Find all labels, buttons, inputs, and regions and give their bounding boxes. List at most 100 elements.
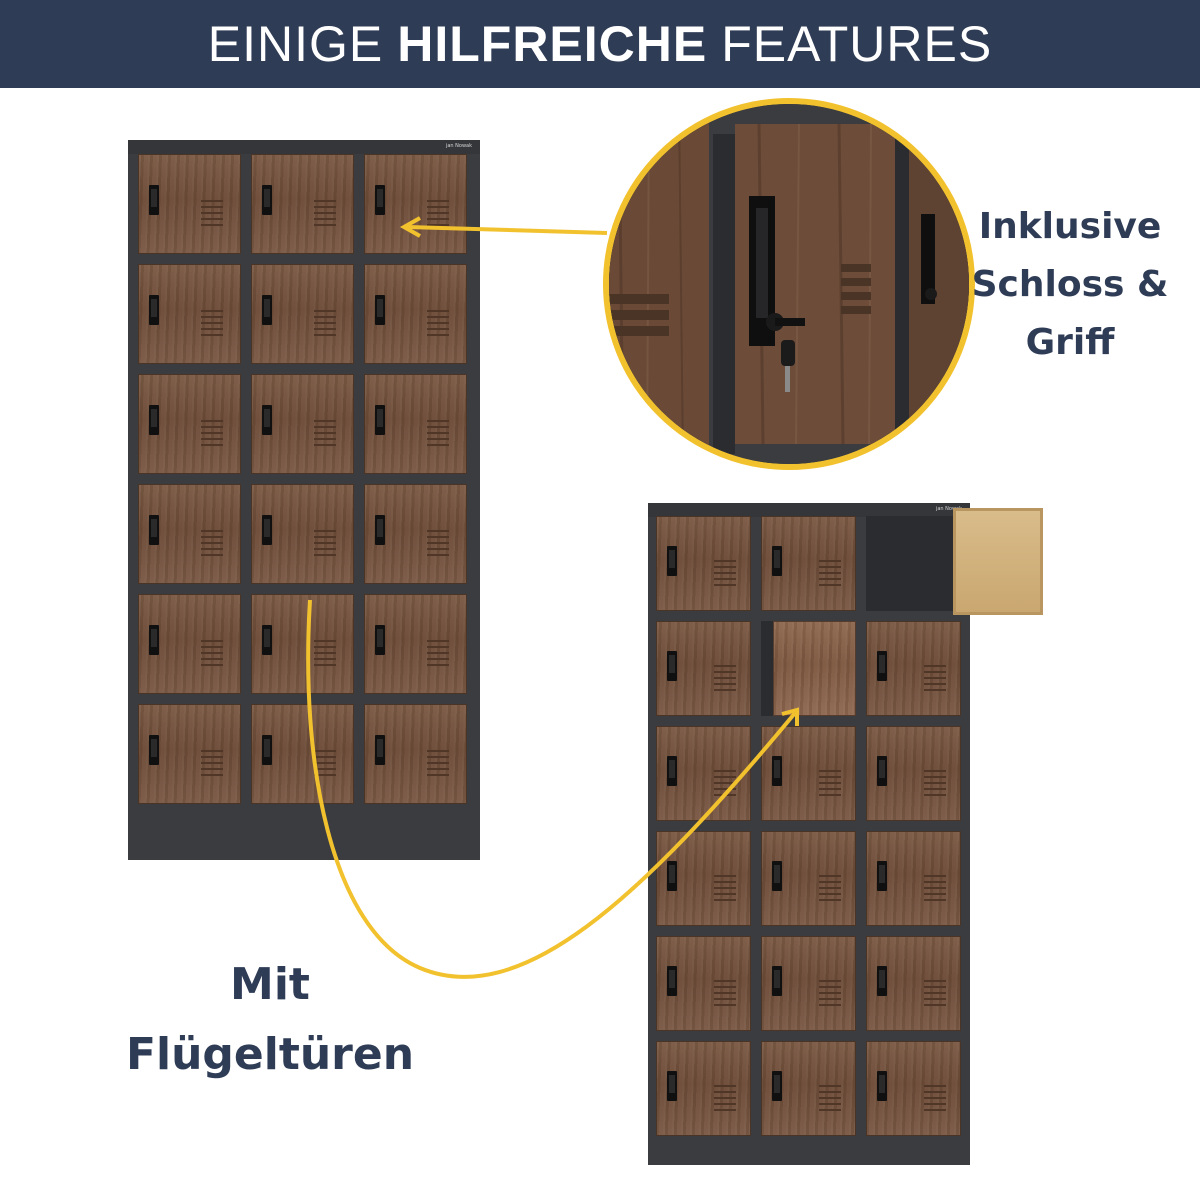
locker-door[interactable] xyxy=(761,516,856,611)
locker-door[interactable] xyxy=(656,936,751,1031)
locker-door[interactable] xyxy=(251,484,354,584)
handle-icon[interactable] xyxy=(877,861,887,891)
locker-door[interactable] xyxy=(364,704,467,804)
handle-icon[interactable] xyxy=(149,405,159,435)
locker-door[interactable] xyxy=(656,516,751,611)
locker-door[interactable] xyxy=(138,374,241,474)
handle-icon[interactable] xyxy=(667,966,677,996)
locker-door[interactable] xyxy=(761,936,856,1031)
locker-cabinet-closed: jan Nowak xyxy=(128,140,480,860)
vent-slots xyxy=(819,875,841,905)
handle-icon[interactable] xyxy=(262,625,272,655)
title-part1: EINIGE xyxy=(207,16,384,72)
feature-line: Mit xyxy=(230,959,310,1010)
vent-slots xyxy=(924,1085,946,1115)
locker-door[interactable] xyxy=(138,154,241,254)
locker-door[interactable] xyxy=(866,831,961,926)
handle-icon[interactable] xyxy=(667,651,677,681)
locker-door[interactable] xyxy=(761,1041,856,1136)
vent-slots xyxy=(314,200,336,230)
vent-slots xyxy=(819,560,841,590)
vent-slots xyxy=(201,640,223,670)
locker-door[interactable] xyxy=(251,264,354,364)
zoom-detail-circle xyxy=(603,98,975,470)
handle-icon[interactable] xyxy=(149,185,159,215)
locker-door[interactable] xyxy=(364,154,467,254)
handle-icon[interactable] xyxy=(877,756,887,786)
locker-door[interactable] xyxy=(656,621,751,716)
cabinet-top xyxy=(128,140,480,154)
handle-icon[interactable] xyxy=(375,625,385,655)
vent-slots xyxy=(201,530,223,560)
locker-door[interactable] xyxy=(364,594,467,694)
vent-slots xyxy=(427,310,449,340)
title-bold: HILFREICHE xyxy=(397,16,708,72)
handle-icon[interactable] xyxy=(149,625,159,655)
handle-icon[interactable] xyxy=(262,405,272,435)
locker-door[interactable] xyxy=(866,726,961,821)
vent-slots xyxy=(427,420,449,450)
locker-door[interactable] xyxy=(138,264,241,364)
handle-icon[interactable] xyxy=(667,1071,677,1101)
handle-icon[interactable] xyxy=(375,735,385,765)
vent-slots xyxy=(201,310,223,340)
handle-icon[interactable] xyxy=(262,295,272,325)
handle-icon[interactable] xyxy=(149,735,159,765)
vent-slots xyxy=(714,770,736,800)
vent-slots xyxy=(714,1085,736,1115)
feature-label-wing-doors: Mit Flügeltüren xyxy=(100,950,440,1090)
handle-icon[interactable] xyxy=(667,756,677,786)
locker-door[interactable] xyxy=(251,704,354,804)
locker-door[interactable] xyxy=(656,831,751,926)
feature-line: Flügeltüren xyxy=(125,1029,415,1080)
locker-door[interactable] xyxy=(656,726,751,821)
locker-door[interactable] xyxy=(138,484,241,584)
handle-icon[interactable] xyxy=(772,861,782,891)
locker-door[interactable] xyxy=(138,704,241,804)
locker-door[interactable] xyxy=(866,1041,961,1136)
locker-door[interactable] xyxy=(251,594,354,694)
feature-label-lock-handle: Inklusive Schloss & Griff xyxy=(960,198,1180,372)
handle-icon[interactable] xyxy=(667,546,677,576)
locker-cabinet-open: jan Nowak xyxy=(648,503,1043,1165)
locker-door[interactable] xyxy=(138,594,241,694)
open-wing-door[interactable] xyxy=(953,508,1043,615)
vent-slots xyxy=(714,980,736,1010)
brand-label: jan Nowak xyxy=(445,143,472,149)
handle-icon[interactable] xyxy=(375,515,385,545)
handle-icon[interactable] xyxy=(772,756,782,786)
handle-icon[interactable] xyxy=(772,546,782,576)
handle-icon[interactable] xyxy=(375,405,385,435)
locker-door[interactable] xyxy=(364,484,467,584)
locker-door[interactable] xyxy=(251,374,354,474)
handle-icon[interactable] xyxy=(262,515,272,545)
vent-slots xyxy=(714,875,736,905)
handle-icon[interactable] xyxy=(877,966,887,996)
vent-slots xyxy=(427,640,449,670)
locker-door[interactable] xyxy=(761,831,856,926)
ajar-locker-door[interactable] xyxy=(773,621,856,716)
handle-icon[interactable] xyxy=(149,295,159,325)
locker-door[interactable] xyxy=(866,621,961,716)
locker-door[interactable] xyxy=(251,154,354,254)
handle-icon[interactable] xyxy=(149,515,159,545)
handle-icon[interactable] xyxy=(375,295,385,325)
vent-slots xyxy=(201,420,223,450)
handle-icon[interactable] xyxy=(262,735,272,765)
handle-icon[interactable] xyxy=(772,1071,782,1101)
handle-icon[interactable] xyxy=(262,185,272,215)
handle-icon[interactable] xyxy=(667,861,677,891)
locker-door[interactable] xyxy=(364,264,467,364)
handle-icon[interactable] xyxy=(772,966,782,996)
locker-door[interactable] xyxy=(866,936,961,1031)
locker-door[interactable] xyxy=(761,726,856,821)
vent-slots xyxy=(714,560,736,590)
handle-icon[interactable] xyxy=(877,651,887,681)
handle-icon[interactable] xyxy=(877,1071,887,1101)
vent-slots xyxy=(314,640,336,670)
locker-door[interactable] xyxy=(656,1041,751,1136)
locker-door[interactable] xyxy=(364,374,467,474)
handle-icon[interactable] xyxy=(375,185,385,215)
vent-slots xyxy=(427,530,449,560)
